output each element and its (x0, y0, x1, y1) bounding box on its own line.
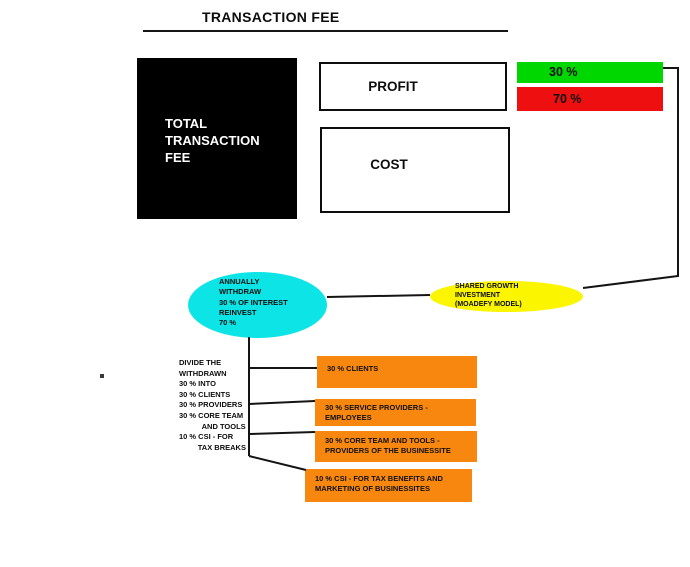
profit-label: PROFIT (368, 79, 418, 94)
connector-branch-service-providers (248, 400, 316, 405)
allocation-core-team-node: 30 % CORE TEAM AND TOOLS - PROVIDERS OF … (315, 431, 477, 462)
page-title: TRANSACTION FEE (202, 9, 340, 25)
allocation-core-team-label: 30 % CORE TEAM AND TOOLS - PROVIDERS OF … (325, 436, 451, 455)
allocation-clients-label: 30 % CLIENTS (327, 364, 379, 373)
total-transaction-fee-node: TOTAL TRANSACTION FEE (137, 58, 297, 219)
allocation-service-providers-label: 30 % SERVICE PROVIDERS - EMPLOYEES (325, 403, 428, 422)
connector-shared-growth-to-annually (326, 294, 431, 298)
shared-growth-investment-node: SHARED GROWTH INVESTMENT (MOADEFY MODEL) (430, 281, 583, 312)
annually-withdraw-label: ANNUALLY WITHDRAW 30 % OF INTEREST REINV… (219, 277, 288, 328)
connector-branch-core-team (248, 431, 316, 435)
annually-withdraw-node: ANNUALLY WITHDRAW 30 % OF INTEREST REINV… (188, 272, 327, 338)
cost-node: COST (320, 127, 510, 213)
allocation-service-providers-node: 30 % SERVICE PROVIDERS - EMPLOYEES (315, 399, 476, 426)
profit-split-30-label: 30 % (549, 65, 578, 79)
stray-dot (100, 374, 104, 378)
shared-growth-investment-label: SHARED GROWTH INVESTMENT (MOADEFY MODEL) (455, 283, 522, 308)
profit-split-70-bar: 70 % (517, 87, 663, 111)
allocation-csi-label: 10 % CSI - FOR TAX BENEFITS AND MARKETIN… (315, 474, 443, 493)
divide-withdrawn-note: DIVIDE THE WITHDRAWN 30 % INTO 30 % CLIE… (179, 358, 246, 452)
cost-label: COST (370, 157, 408, 172)
total-transaction-fee-label: TOTAL TRANSACTION FEE (165, 116, 260, 165)
title-underline (143, 30, 508, 32)
connector-branch-csi (248, 455, 307, 471)
profit-split-70-label: 70 % (553, 92, 582, 106)
allocation-csi-node: 10 % CSI - FOR TAX BENEFITS AND MARKETIN… (305, 469, 472, 502)
allocation-clients-node: 30 % CLIENTS (317, 356, 477, 388)
profit-split-30-bar: 30 % (517, 62, 663, 83)
profit-node: PROFIT (319, 62, 507, 111)
